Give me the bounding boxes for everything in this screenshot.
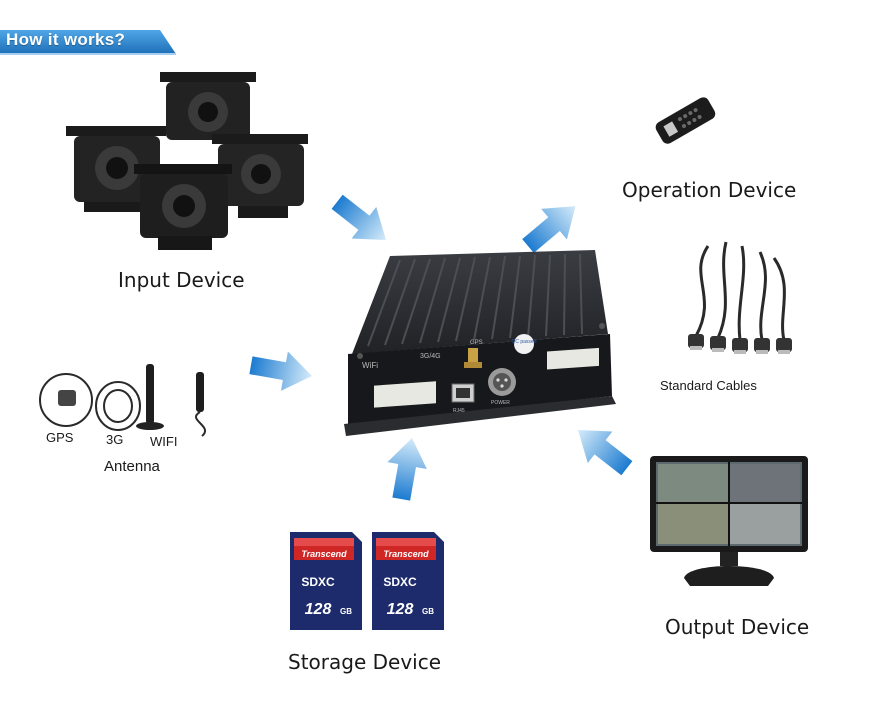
sd-capacity: 128 <box>305 601 332 618</box>
banner-ribbon <box>0 30 176 55</box>
remote-control-icon <box>655 97 716 144</box>
cables-icon <box>688 241 792 354</box>
sd-brand: Transcend <box>383 549 429 559</box>
camera-icon <box>160 72 256 140</box>
antenna-label: Antenna <box>104 458 160 475</box>
qc-sticker: QC passed <box>511 339 536 345</box>
banner-title: How it works? <box>6 30 126 49</box>
sd-unit: GB <box>422 607 434 616</box>
standard-cables-label: Standard Cables <box>660 378 757 393</box>
output-device-label: Output Device <box>665 615 810 639</box>
sd-type: SDXC <box>301 575 335 589</box>
antenna-wifi-label: WIFI <box>150 434 178 449</box>
input-device-label: Input Device <box>118 268 245 292</box>
sd-card-icon: Transcend SDXC 128 GB <box>372 532 444 630</box>
antenna-gps-label: GPS <box>46 430 74 445</box>
antenna-icons <box>39 364 206 437</box>
monitor-icon <box>650 456 808 586</box>
mdvr-device: QC passed WiFi 3G/4G GPS RJ45 POWER <box>344 250 616 436</box>
arrow-to-storage <box>381 434 432 503</box>
camera-icon <box>134 164 232 250</box>
3g-antenna-icon <box>95 364 164 431</box>
net-port-label: 3G/4G <box>420 353 441 360</box>
storage-device-label: Storage Device <box>288 650 442 674</box>
camera-icon <box>212 134 308 218</box>
sd-brand: Transcend <box>301 549 347 559</box>
antenna-3g-label: 3G <box>106 432 124 447</box>
sd-type: SDXC <box>383 575 417 589</box>
arrow-to-antenna <box>247 345 316 396</box>
sd-capacity: 128 <box>387 601 414 618</box>
gps-port-label: GPS <box>470 340 483 346</box>
wifi-port-label: WiFi <box>362 361 378 370</box>
operation-device-label: Operation Device <box>622 178 797 202</box>
sd-card-icon: Transcend SDXC 128 GB <box>290 532 362 630</box>
rj45-port-label: RJ45 <box>453 408 465 414</box>
sd-cards: Transcend SDXC 128 GB Transcend SDXC 128… <box>290 532 444 630</box>
input-cameras <box>66 72 308 250</box>
sd-unit: GB <box>340 607 352 616</box>
camera-icon <box>66 126 166 212</box>
power-port-label: POWER <box>491 400 510 406</box>
wifi-antenna-icon <box>195 372 206 437</box>
gps-antenna-icon <box>39 373 93 427</box>
